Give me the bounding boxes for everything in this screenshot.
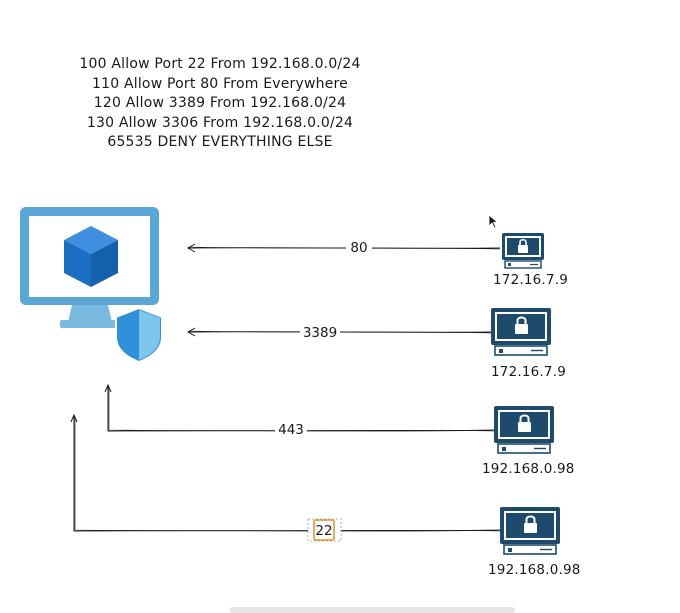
rule-130: 130 Allow 3306 From 192.168.0.0/24 [86,114,354,131]
virtual-machine-icon[interactable] [20,207,159,328]
port-label: 3389 [303,325,337,341]
nsg-rules-list: 100 Allow Port 22 From 192.168.0.0/24 11… [40,55,400,153]
port-label: 22 [315,523,332,539]
lock-icon [524,523,537,533]
ip-label-1: 172.16.7.9 [493,272,568,288]
mouse-cursor-icon [488,214,499,229]
port-label: 80 [350,240,367,256]
ip-label-4: 192.168.0.98 [488,562,581,578]
connection-443[interactable]: 443 [104,383,495,439]
rule-65535: 65535 DENY EVERYTHING ELSE [107,134,333,150]
lock-icon [518,422,531,432]
client-computer-2[interactable] [491,308,551,356]
horizontal-scrollbar[interactable] [230,607,515,613]
connection-3389[interactable]: 3389 [186,323,493,341]
client-computer-1[interactable] [502,233,544,269]
port-label: 443 [278,422,304,438]
rule-120: 120 Allow 3389 From 192.168.0/24 [93,95,347,111]
ip-label-2: 172.16.7.9 [491,364,566,380]
ip-label-3: 192.168.0.98 [482,461,575,477]
rule-110: 110 Allow Port 80 From Everywhere [92,75,348,92]
cube-icon [64,226,118,287]
client-computer-3[interactable] [494,406,554,454]
client-computer-4[interactable] [500,507,560,555]
selection-box [313,519,335,541]
shield-icon [115,306,163,364]
lock-icon [518,245,528,253]
connection-22[interactable]: 22 [70,413,501,542]
connection-80[interactable]: 80 [186,238,501,256]
rule-100: 100 Allow Port 22 From 192.168.0.0/24 [79,56,361,72]
lock-icon [515,324,528,334]
